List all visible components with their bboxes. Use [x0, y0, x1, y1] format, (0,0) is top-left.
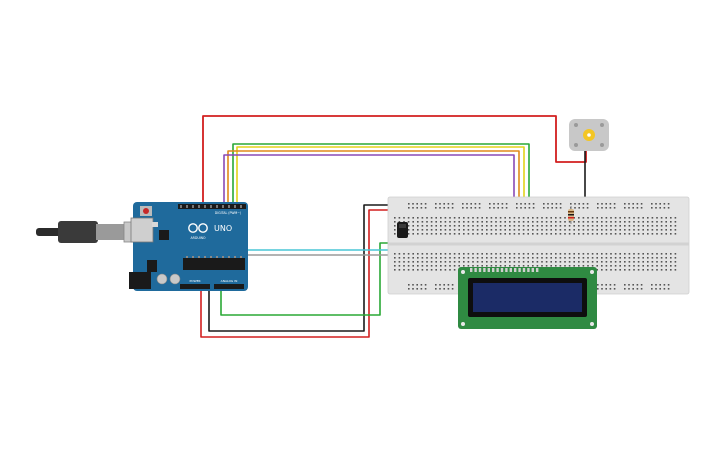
- arduino-uno-board[interactable]: DIGITAL (PWM~) UNO ARDUINO POWER ANALOG …: [129, 202, 248, 291]
- lcd-pin-header: [470, 268, 539, 272]
- transistor-icon[interactable]: [397, 222, 408, 238]
- wire-green-transistor[interactable]: [220, 242, 397, 316]
- infinity-logo-icon: [188, 223, 208, 233]
- wire-red-motor[interactable]: [202, 115, 587, 207]
- analog-header-label: ANALOG IN: [221, 279, 238, 283]
- usb-plug-icon: [36, 221, 139, 243]
- power-header-label: POWER: [189, 279, 200, 283]
- lcd-16x2-display[interactable]: [458, 267, 597, 329]
- atmega-chip: [183, 258, 245, 270]
- capacitor-2: [169, 273, 181, 285]
- dc-motor-icon[interactable]: [569, 119, 609, 151]
- power-header: [180, 284, 210, 289]
- reset-button[interactable]: [143, 208, 149, 214]
- resistor-icon[interactable]: [568, 206, 574, 224]
- breadboard-holes: [394, 203, 677, 290]
- arduino-brand-label: ARDUINO: [190, 236, 206, 240]
- usb-chip: [159, 230, 169, 240]
- digital-pins: [180, 205, 242, 208]
- analog-header: [214, 284, 244, 289]
- lcd-screen: [473, 283, 582, 312]
- capacitor-1: [156, 273, 168, 285]
- arduino-model-label: UNO: [214, 224, 232, 233]
- digital-header-label: DIGITAL (PWM~): [215, 211, 241, 215]
